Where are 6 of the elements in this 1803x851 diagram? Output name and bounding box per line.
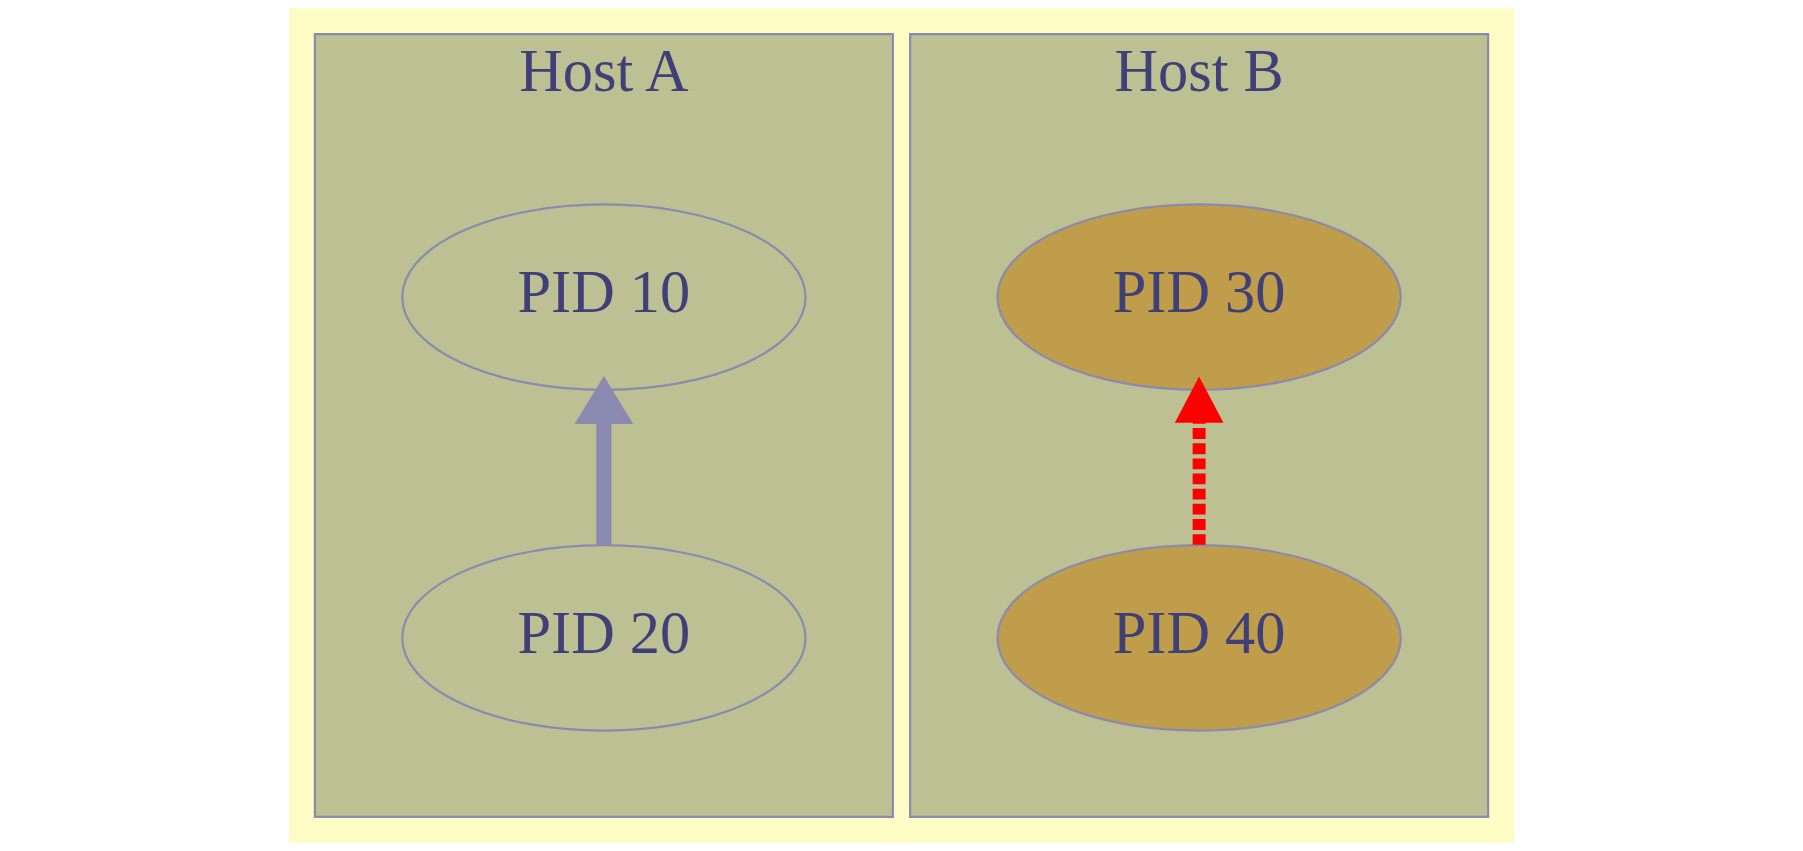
node-ellipse: PID 10	[401, 203, 807, 391]
node-ellipse: PID 20	[401, 544, 807, 732]
arrow	[1174, 376, 1224, 545]
arrow	[574, 376, 634, 545]
node-ellipse: PID 40	[996, 544, 1402, 732]
node-ellipse: PID 30	[996, 203, 1402, 391]
